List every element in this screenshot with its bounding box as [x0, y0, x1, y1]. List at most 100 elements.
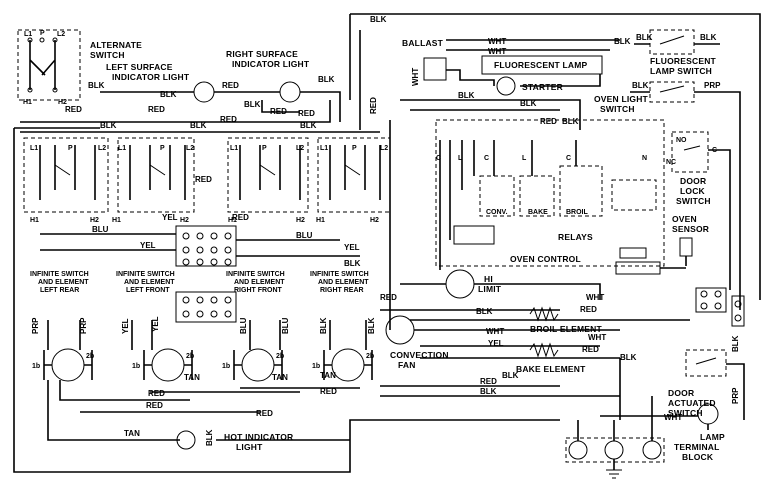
wire-wht-4: WHT — [586, 293, 604, 302]
starter-symbol — [496, 76, 516, 96]
wire-blk-7: BLK — [300, 121, 317, 130]
oven-light-switch-label-2: SWITCH — [600, 104, 635, 114]
sw2-l1: L1 — [118, 145, 126, 152]
oven-sensor-label-1: OVEN — [672, 214, 697, 224]
wire-red-4: RED — [148, 105, 165, 114]
wire-red-13: RED — [540, 117, 557, 126]
wire-yel-4: YEL — [121, 318, 130, 334]
element-right-front — [241, 348, 275, 382]
wire-blk-17: BLK — [520, 99, 537, 108]
terminal-block-2 — [604, 440, 624, 460]
sw1-h2: H2 — [90, 217, 99, 224]
sw3-h1: H1 — [228, 217, 237, 224]
wire-blk-6: BLK — [190, 121, 207, 130]
starter-label: STARTER — [522, 82, 563, 92]
relay-conv — [479, 175, 515, 217]
sw3-l2: L2 — [296, 145, 304, 152]
control-connector — [619, 247, 647, 259]
inf-lf-3: LEFT FRONT — [126, 287, 170, 294]
door-lock-label-3: SWITCH — [676, 196, 711, 206]
inf-rf-1: INFINITE SWITCH — [226, 271, 285, 278]
lr-2b: 2b — [86, 353, 94, 360]
rr-2b: 2b — [366, 353, 374, 360]
hot-indicator-light: HOT INDICATOR LIGHT — [176, 430, 293, 452]
wire-blk-1: BLK — [88, 81, 105, 90]
wire-yel-2: YEL — [344, 243, 360, 252]
sw1-l1: L1 — [30, 145, 38, 152]
wire-red-6: RED — [298, 109, 315, 118]
bake-label: BAKE — [528, 209, 548, 216]
ctrl-c-2: C — [484, 155, 489, 162]
wire-red-vert: RED — [369, 97, 378, 114]
wire-blu-4: BLU — [281, 317, 290, 334]
oven-control-label: OVEN CONTROL — [510, 254, 581, 264]
door-actuated-label-2: ACTUATED — [668, 398, 716, 408]
main-power-wires — [13, 13, 761, 473]
wire-red-1: RED — [222, 81, 239, 90]
lf-2b: 2b — [186, 353, 194, 360]
wire-blu-3: BLU — [239, 317, 248, 334]
wire-blk-11: BLK — [205, 429, 214, 446]
door-actuated-label-1: DOOR — [668, 388, 694, 398]
wire-wht-1: WHT — [488, 37, 506, 46]
relay-aux — [611, 179, 657, 211]
wire-blk-12: BLK — [614, 37, 631, 46]
sw4-l2: L2 — [380, 145, 388, 152]
infinite-switches-bottom: INFINITE SWITCH AND ELEMENT LEFT REAR IN… — [30, 271, 376, 446]
wire-yel-1: YEL — [140, 241, 156, 250]
fluorescent-lamp-label: FLUORESCENT LAMP — [494, 60, 588, 70]
terminal-block-3 — [642, 440, 662, 460]
alt-h1-label: H1 — [23, 99, 32, 106]
wire-blu-1: BLU — [92, 225, 109, 234]
hi-limit-label-1: HI — [484, 274, 493, 284]
hot-indicator-label-2: LIGHT — [236, 442, 263, 452]
inf-lr-1: INFINITE SWITCH — [30, 271, 89, 278]
hi-limit — [445, 269, 475, 299]
sw2-h1: H1 — [112, 217, 121, 224]
wire-blk-9: BLK — [319, 317, 328, 334]
door-lock-and-sensor: NO NC C DOOR LOCK SWITCH OVEN SENSOR — [660, 131, 745, 327]
fluor-switch-label-1: FLUORESCENT — [650, 56, 717, 66]
oven-elements: HI LIMIT RED WHT BROIL ELEMENT RED BLK C… — [380, 120, 690, 420]
sw2-p: P — [160, 145, 165, 152]
wire-wht-5: WHT — [486, 327, 504, 336]
wire-yel-6: YEL — [488, 339, 504, 348]
sw4-h1: H1 — [316, 217, 325, 224]
center-connector — [175, 225, 237, 267]
wire-red-17: RED — [480, 377, 497, 386]
wire-blk-8: BLK — [344, 259, 361, 268]
wire-red-8: RED — [232, 213, 249, 222]
convection-fan-label-1: CONVECTION — [390, 350, 449, 360]
wire-blk-5: BLK — [100, 121, 117, 130]
sw1-h1: H1 — [30, 217, 39, 224]
wire-blk-13: BLK — [636, 33, 653, 42]
inf-rf-3: RIGHT FRONT — [234, 287, 283, 294]
wire-prp-3: PRP — [704, 81, 721, 90]
surface-indicator-lights: LEFT SURFACE INDICATOR LIGHT RIGHT SURFA… — [88, 15, 387, 122]
wire-red-14: RED — [380, 293, 397, 302]
element-left-rear — [51, 348, 85, 382]
wire-wht-7: WHT — [664, 413, 682, 422]
inf-lr-3: LEFT REAR — [40, 287, 79, 294]
sw4-h2: H2 — [370, 217, 379, 224]
wire-prp-4: PRP — [731, 387, 740, 404]
left-surface-indicator-label-1: LEFT SURFACE — [106, 62, 173, 72]
wire-red-2: RED — [270, 107, 287, 116]
wire-blk-10: BLK — [367, 317, 376, 334]
alternate-switch-label-1: ALTERNATE — [90, 40, 142, 50]
ground-symbol — [606, 469, 622, 479]
ctrl-c-3: C — [566, 155, 571, 162]
wire-red-16: RED — [582, 345, 599, 354]
wire-red-12: RED — [256, 409, 273, 418]
wire-red-9: RED — [148, 389, 165, 398]
inf-lf-1: INFINITE SWITCH — [116, 271, 175, 278]
relay-broil — [559, 165, 603, 217]
wire-red-7: RED — [195, 175, 212, 184]
lamp-label: LAMP — [700, 432, 725, 442]
conv-label: CONV. — [486, 209, 508, 216]
rr-1b: 1b — [312, 363, 320, 370]
lr-1b: 1b — [32, 363, 40, 370]
wire-tan-2: TAN — [272, 373, 288, 382]
wire-blk-15: BLK — [632, 81, 649, 90]
